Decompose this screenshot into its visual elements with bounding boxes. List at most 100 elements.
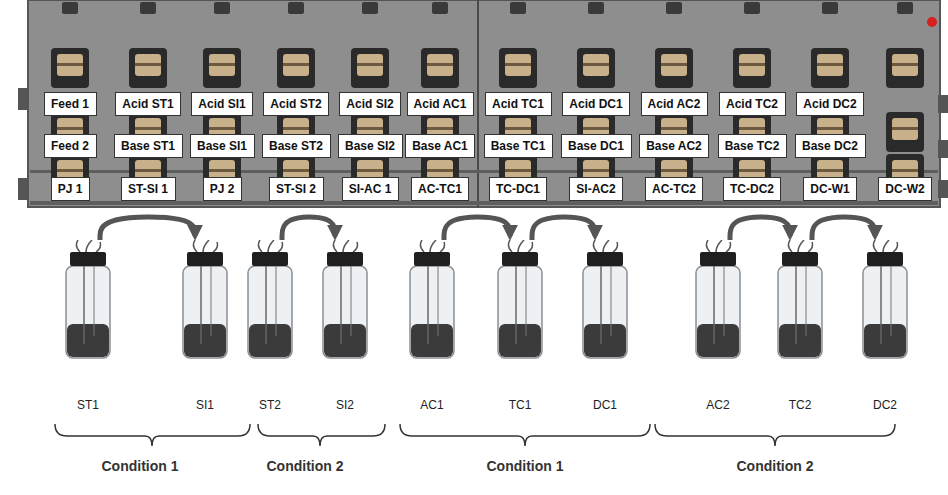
pump-name: Base AC2 [646,138,702,154]
vessel-name: SI2 [313,398,377,413]
side-handle [938,180,948,198]
pump-label: PJ 2 [203,177,242,201]
pump-label: Feed 1 [44,92,97,116]
bottle-illustration [768,240,832,360]
pump-label: SI-AC2 [569,177,623,201]
vessel-name: TC1 [488,398,552,413]
pump-label: Base SI1 [190,134,255,158]
pump-label: Acid TC2 [719,92,786,116]
pump-head [129,48,167,88]
pump-name: Feed 2 [51,138,90,154]
panel-divider [477,0,479,207]
group-bracket [258,424,385,446]
bottle-reactor: TC2 [768,240,832,413]
pump-name: Base TC2 [725,138,780,154]
pump-label: Acid DC2 [796,92,864,116]
vessel-name: TC2 [768,398,832,413]
pump-label: Acid DC1 [562,92,630,116]
pump-label: Acid ST1 [115,92,181,116]
pump-label: Acid SI2 [339,92,401,116]
side-handle [18,88,28,110]
pump-name: TC-DC2 [730,181,774,197]
side-handle [938,140,948,158]
pump-label: Base DC1 [561,134,632,158]
pump-name: Base ST1 [121,138,176,154]
pump-name: Acid SI1 [198,96,246,112]
pump-head [811,48,849,88]
vessel-name: DC2 [853,398,917,413]
power-button [927,17,937,27]
vessel-name: AC2 [686,398,750,413]
pump-name: AC-TC2 [652,181,696,197]
condition-label: Condition 2 [737,457,814,475]
flow-arrow [282,217,335,240]
pump-name: Feed 1 [51,96,90,112]
pump-label: Acid ST2 [263,92,329,116]
pump-name: Base DC2 [802,138,859,154]
pump-name: Base DC1 [568,138,625,154]
pump-name: Base TC1 [491,138,546,154]
pump-name: AC-TC1 [418,181,462,197]
pump-head [499,48,537,88]
tube-clip [666,2,682,14]
bottle-illustration [173,240,237,360]
pump-name: Acid DC2 [803,96,857,112]
bottle-illustration [686,240,750,360]
pump-name: Base SI1 [197,138,248,154]
pump-name: SI-AC2 [576,181,616,197]
pump-head [421,48,459,88]
pump-label: AC-TC1 [411,177,469,201]
pump-name: TC-DC1 [496,181,540,197]
pump-label: PJ 1 [51,177,90,201]
bottle-illustration [56,240,120,360]
pump-name: Acid AC2 [648,96,701,112]
pump-name: Base ST2 [269,138,324,154]
pump-label: SI-AC 1 [342,177,399,201]
pump-name: Acid TC2 [726,96,779,112]
pump-name: Acid SI2 [346,96,394,112]
pump-label: DC-W2 [878,177,932,201]
side-handle [18,178,28,200]
flow-arrow [444,217,510,240]
bottle-illustration [313,240,377,360]
pump-label: Base ST2 [262,134,331,158]
bottle-reactor: TC1 [488,240,552,413]
pump-label: Base AC1 [405,134,475,158]
bottle-illustration [853,240,917,360]
pump-name: SI-AC 1 [349,181,392,197]
condition-label: Condition 1 [102,457,179,475]
pump-name: ST-SI 2 [276,181,317,197]
rail [30,201,938,205]
pump-name: Base SI2 [345,138,396,154]
flow-arrow [100,217,195,240]
pump-label: Base TC1 [484,134,553,158]
tube-clip [588,2,604,14]
pump-name: Acid AC1 [414,96,467,112]
pump-head [577,48,615,88]
pump-label: TC-DC1 [489,177,547,201]
bottle-reactor: SI2 [313,240,377,413]
pump-label: Acid AC1 [407,92,474,116]
pump-head [51,48,89,88]
pump-head [351,48,389,88]
pump-name: PJ 2 [210,181,235,197]
tube-clip [510,2,526,14]
pump-label: Acid SI1 [191,92,253,116]
pump-name: Acid ST2 [270,96,322,112]
bottle-reactor: DC1 [573,240,637,413]
bottle-illustration [238,240,302,360]
condition-label: Condition 1 [487,457,564,475]
pump-label: ST-SI 1 [121,177,176,201]
vessel-name: SI1 [173,398,237,413]
vessel-name: AC1 [400,398,464,413]
pump-label: Acid TC1 [485,92,552,116]
bottle-illustration [573,240,637,360]
tube-clip [214,2,230,14]
bottle-reactor: ST2 [238,240,302,413]
pump-head [886,112,924,152]
bottle-illustration [488,240,552,360]
pump-label: Base ST1 [114,134,183,158]
pump-name: ST-SI 1 [128,181,169,197]
